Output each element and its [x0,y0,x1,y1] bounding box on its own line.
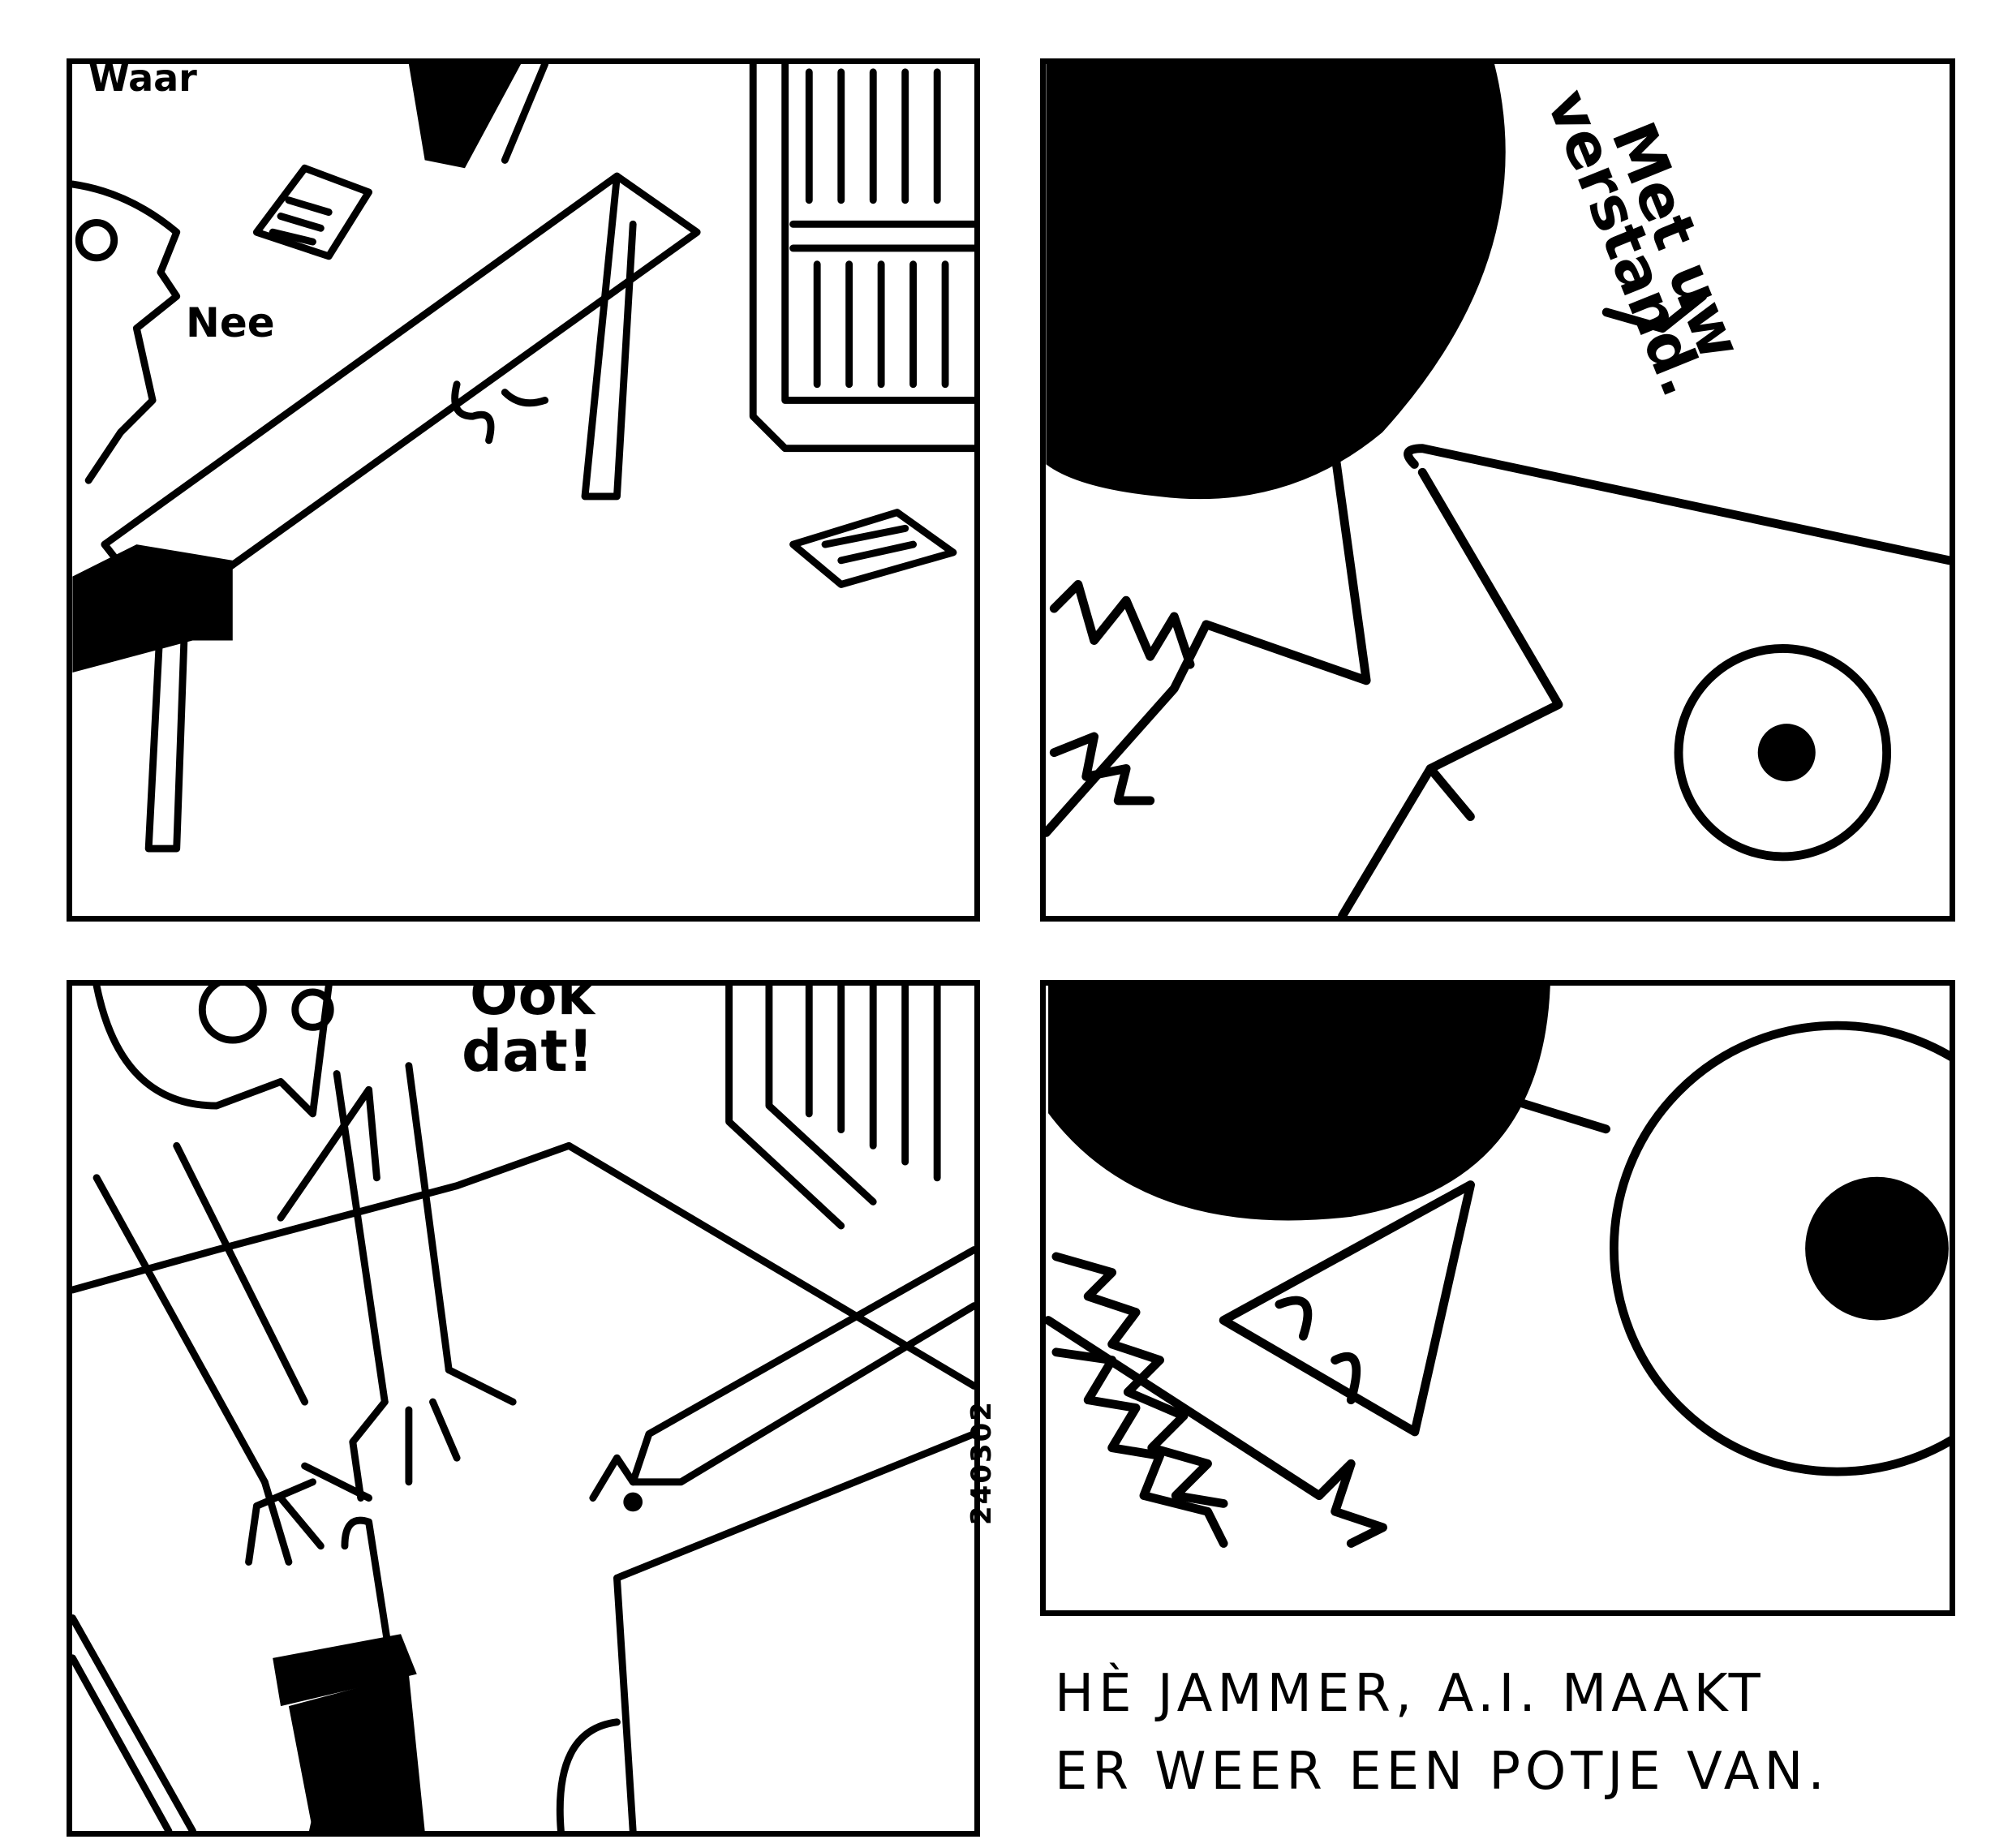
comic-panel-3: Ook dat! [67,980,980,1837]
panel-1-drawing [72,64,974,853]
caption-line-2: ER WEER EEN POTJE VAN. [1055,1742,1829,1802]
caption: HÈ JAMMER, A.I. MAAKT ER WEER EEN POTJE … [1055,1655,1955,1811]
comic-panel-4 [1040,980,1955,1616]
comic-panel-1: Waar Nee [67,58,980,922]
caption-line-1: HÈ JAMMER, A.I. MAAKT [1055,1664,1765,1724]
speech-text-waar: Waar [88,58,197,100]
panel-3-drawing [72,986,974,1831]
speech-text-ook: Ook [470,980,595,1028]
date-stamp: 240302 [965,1400,998,1525]
speech-text-nee: Nee [186,299,275,346]
panel-2-drawing [1046,64,1950,916]
comic-panel-2: Met uw verstand. [1040,58,1955,922]
speech-text-dat: dat! [462,1018,594,1085]
panel-4-drawing [1046,986,1950,1548]
